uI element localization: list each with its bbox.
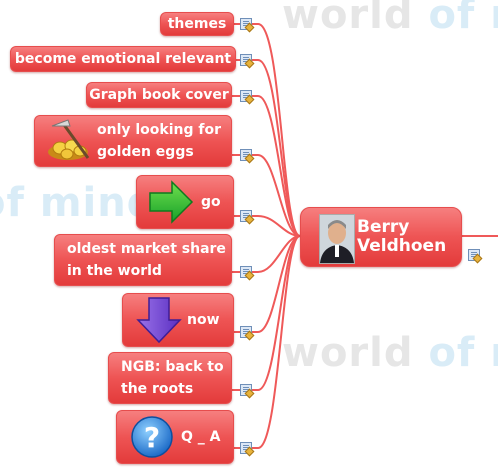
note-icon[interactable] — [240, 326, 252, 338]
connector-line — [257, 215, 301, 237]
central-topic[interactable]: Berry Veldhoen — [300, 207, 462, 267]
topic-oldest-market-share[interactable]: oldest market share in the world — [54, 234, 232, 286]
svg-text:?: ? — [144, 421, 160, 454]
note-icon[interactable] — [240, 266, 252, 278]
topic-graph-book-cover[interactable]: Graph book cover — [86, 82, 232, 108]
topic-ngb-back-to-the-roots[interactable]: NGB: back to the roots — [108, 352, 232, 404]
purple-arrow-down-icon — [136, 297, 182, 344]
note-icon[interactable] — [240, 90, 252, 102]
golden-eggs-icon — [48, 119, 90, 160]
connector-line — [257, 235, 301, 391]
avatar — [319, 214, 355, 264]
note-icon[interactable] — [468, 249, 480, 261]
green-arrow-right-icon — [149, 180, 194, 224]
note-icon[interactable] — [240, 54, 252, 66]
note-icon[interactable] — [240, 149, 252, 161]
note-icon[interactable] — [240, 18, 252, 30]
note-icon[interactable] — [240, 442, 252, 454]
connector-line — [257, 235, 301, 449]
note-icon[interactable] — [240, 384, 252, 396]
connector-line — [257, 95, 301, 237]
connector-line — [257, 154, 301, 237]
topic-themes[interactable]: themes — [160, 12, 234, 36]
note-icon[interactable] — [240, 210, 252, 222]
question-mark-icon: ? — [131, 416, 173, 458]
topic-become-emotional-relevant[interactable]: become emotional relevant — [10, 46, 236, 72]
connector-line — [257, 59, 301, 237]
